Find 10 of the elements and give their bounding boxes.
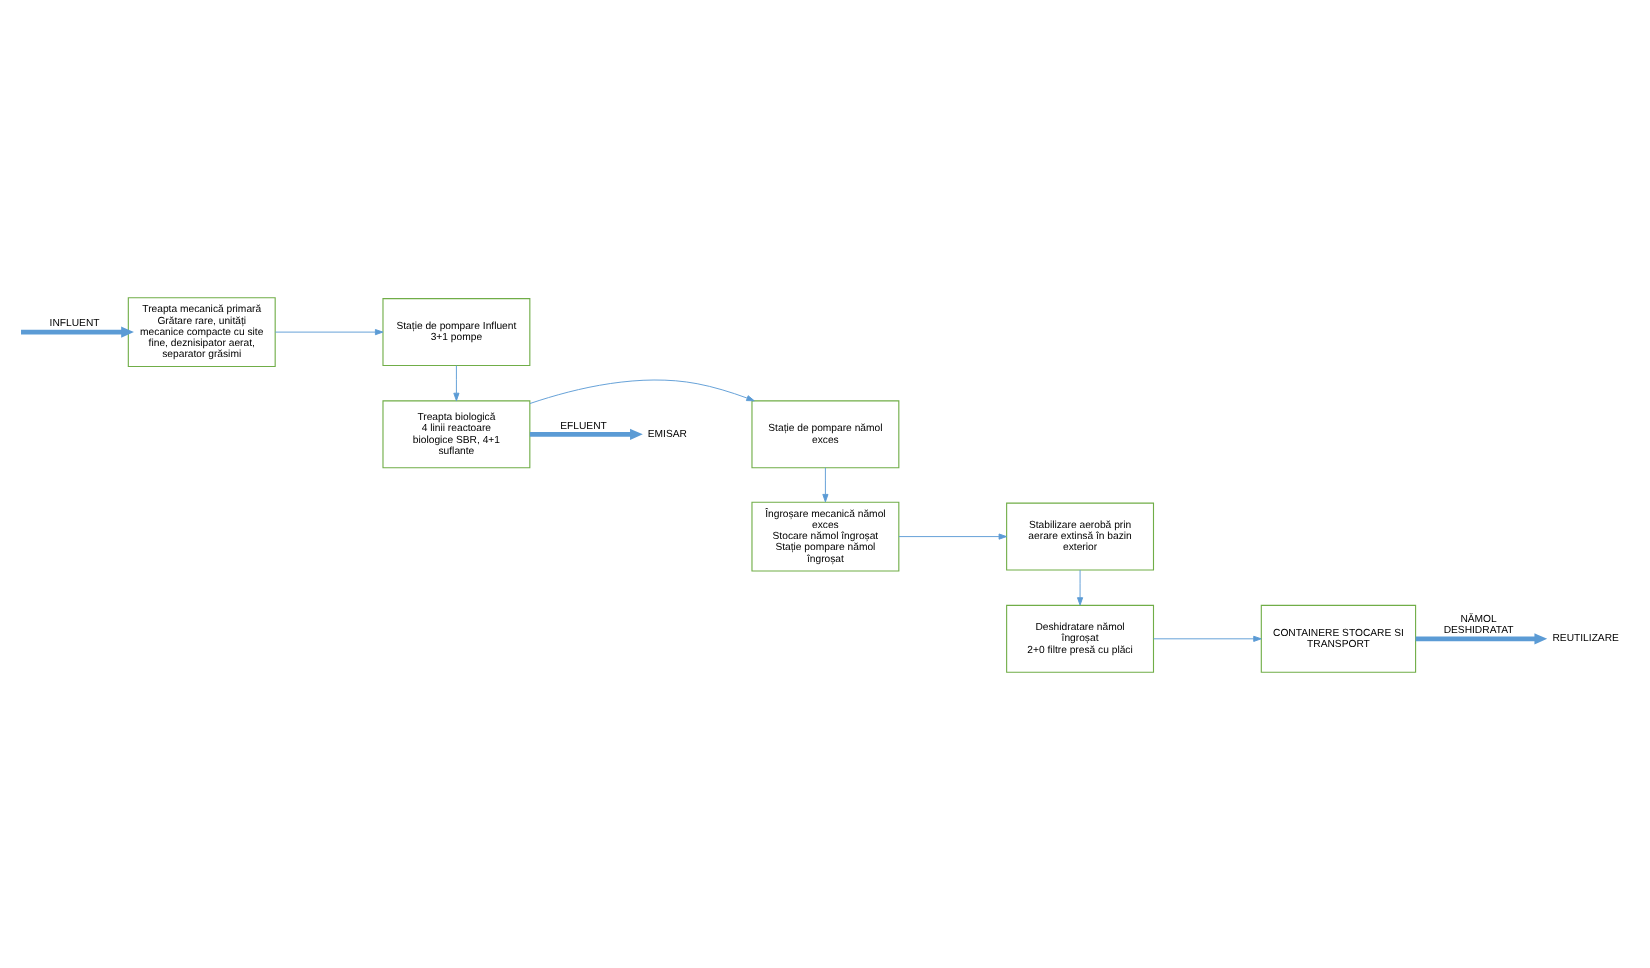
arrow (529, 378, 755, 403)
arrow (1153, 634, 1262, 641)
arrow (1077, 568, 1084, 605)
arrow (529, 427, 643, 439)
arrow (1415, 632, 1548, 644)
arrow (822, 466, 829, 502)
arrow (898, 532, 1007, 539)
arrow (453, 364, 460, 401)
arrow (274, 328, 384, 335)
arrow (21, 325, 134, 337)
